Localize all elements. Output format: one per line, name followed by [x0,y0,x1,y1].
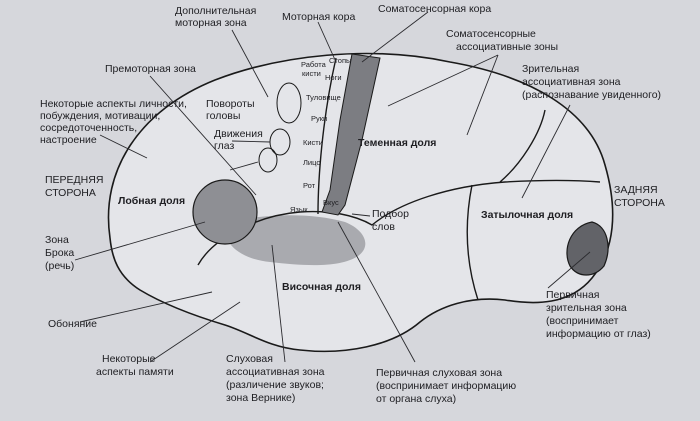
body-part-work: Работа [301,60,327,69]
label-primary-auditory-1: Первичная слуховая зона [376,367,502,379]
body-part-torso: Туловище [306,93,341,102]
label-primary-visual-2: зрительная зона [546,302,627,314]
label-broca-3: (речь) [45,260,74,272]
label-primary-auditory-2: (воспринимает информацию [376,380,516,392]
label-visual-assoc-1: Зрительная [522,63,579,75]
eye-move-ellipse [258,147,278,173]
body-part-feet: Стопы [329,56,351,65]
label-eye-move-1: Движения [214,128,263,140]
auditory-association-area [228,215,366,266]
label-occipital-lobe: Затылочная доля [481,209,573,221]
body-part-hand-work: кисти [302,69,321,78]
label-somatosensory-cortex: Соматосенсорная кора [378,3,491,15]
body-part-legs: Ноги [325,73,342,82]
central-sulcus [317,57,337,215]
label-smell: Обоняние [48,318,97,330]
label-temporal-lobe: Височная доля [282,281,361,293]
label-personality-3: сосредоточенность, [40,122,137,134]
label-back-side-2: СТОРОНА [614,197,665,209]
supplementary-motor-ellipse [276,82,302,124]
label-supplementary-motor-1: Дополнительная [175,5,256,17]
label-word-selection-1: Подбор [372,208,409,220]
label-auditory-assoc-1: Слуховая [226,353,273,365]
body-part-labels: Стопы Работа кисти Ноги Туловище Руки Ки… [290,56,351,214]
label-front-side-2: СТОРОНА [45,187,96,199]
label-somatosensory-assoc-1: Соматосенсорные [446,28,536,40]
brain-outline [107,52,614,353]
label-word-selection-2: слов [372,221,395,233]
label-personality-4: настроение [40,134,97,146]
label-primary-visual-4: информацию от глаз) [546,328,651,340]
body-part-mouth: Рот [303,181,316,190]
label-personality-1: Некоторые аспекты личности, [40,98,187,110]
label-primary-auditory-3: от органа слуха) [376,393,456,405]
label-premotor: Премоторная зона [105,63,196,75]
label-visual-assoc-2: ассоциативная зона [522,76,621,88]
label-front-side-1: ПЕРЕДНЯЯ [45,174,103,186]
label-broca-1: Зона [45,234,69,246]
label-back-side-1: ЗАДНЯЯ [614,184,658,196]
leader-lines [74,11,591,363]
label-primary-visual-3: (воспринимает [546,315,619,327]
label-personality-2: побуждения, мотивации, [40,110,160,122]
body-part-tongue: Язык [290,205,308,214]
label-auditory-assoc-4: зона Верникe) [226,392,295,404]
label-frontal-lobe: Лобная доля [118,195,185,207]
label-parietal-lobe: Теменная доля [358,137,436,149]
body-part-taste: Вкус [323,198,339,207]
label-somatosensory-assoc-2: ассоциативные зоны [456,41,558,53]
label-head-turn-1: Повороты [206,98,255,110]
body-part-face: Лицо [303,158,321,167]
label-memory-2: аспекты памяти [96,366,174,378]
label-broca-2: Брока [45,247,74,259]
body-part-arms: Руки [311,114,327,123]
label-auditory-assoc-2: ассоциативная зона [226,366,325,378]
label-eye-move-2: глаз [214,140,234,152]
label-supplementary-motor-2: моторная зона [175,17,247,29]
motor-cortex-strip [321,53,381,216]
label-motor-cortex: Моторная кора [282,11,355,23]
primary-visual-area [566,221,609,276]
parieto-occipital-border [499,109,546,183]
label-memory-1: Некоторые [102,353,156,365]
occipital-border [466,184,479,301]
label-visual-assoc-3: (распознавание увиденного) [522,89,661,101]
body-part-hands: Кисти [303,138,323,147]
label-auditory-assoc-3: (различение звуков; [226,379,324,391]
broca-area [192,179,258,245]
label-primary-visual-1: Первичная [546,289,599,301]
label-head-turn-2: головы [206,110,240,122]
